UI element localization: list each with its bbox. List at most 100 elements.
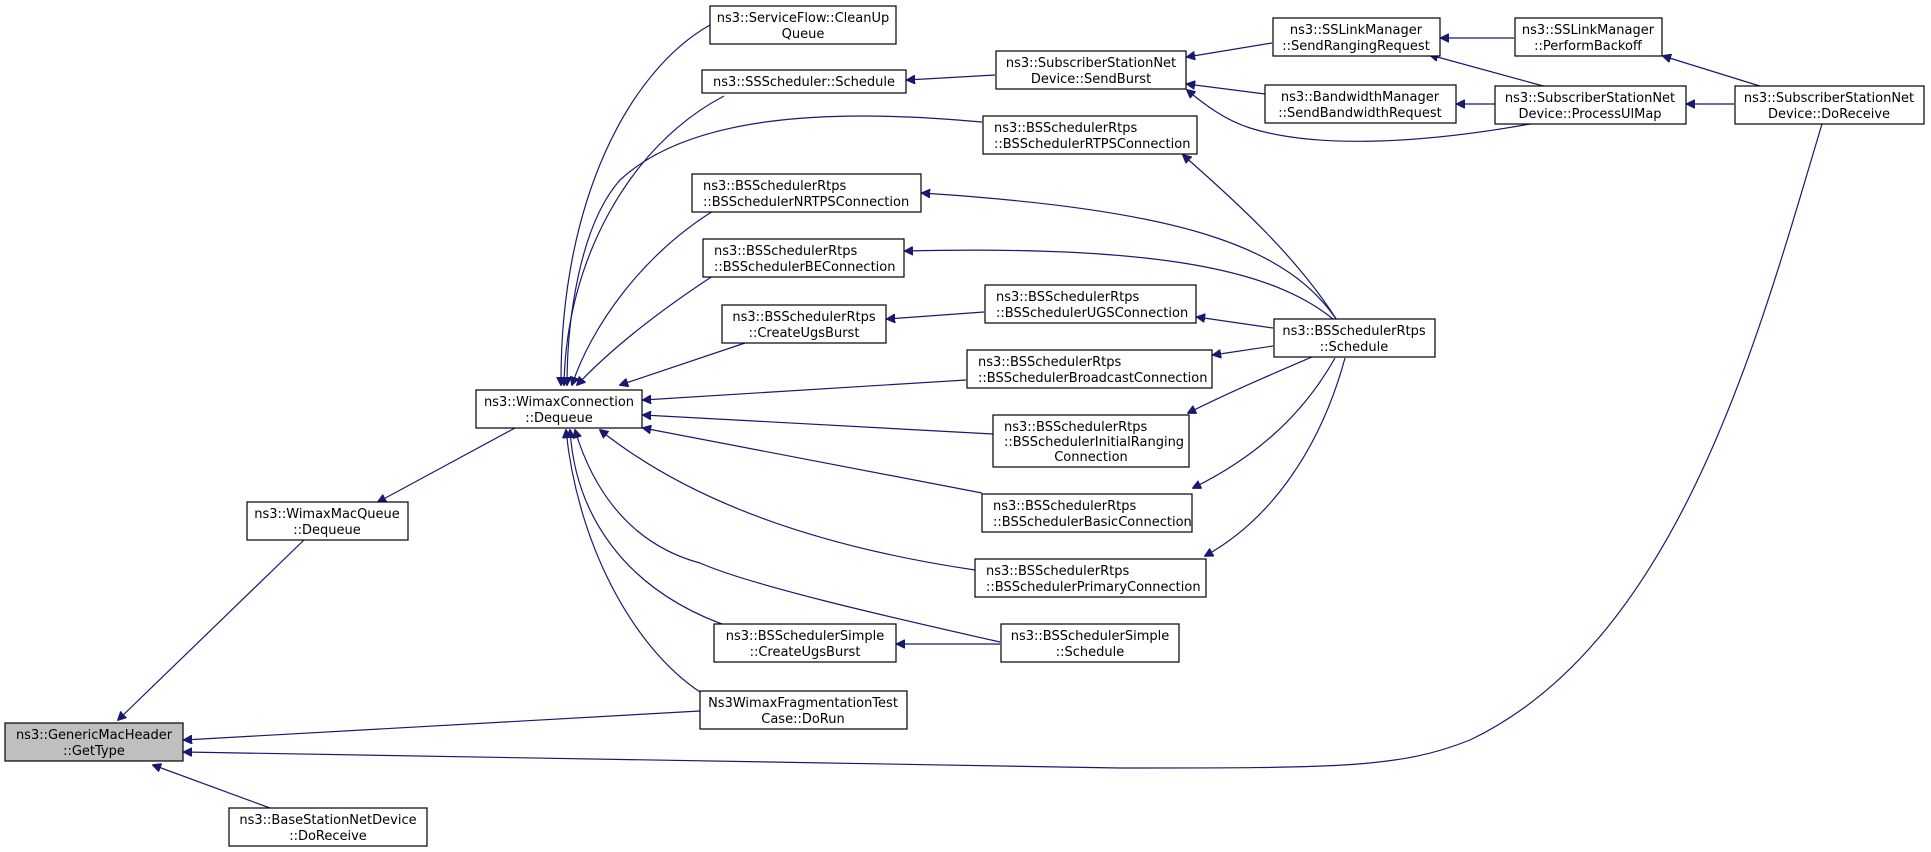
svg-text:ns3::BSSchedulerRtps: ns3::BSSchedulerRtps <box>993 499 1136 514</box>
edge-ssnsb-sss <box>907 74 996 80</box>
edge-basic-wcd <box>643 428 983 494</box>
edges <box>118 24 1823 809</box>
node-bs-scheduler-simple-create-ugs-burst[interactable]: ns3::BSSchedulerSimple ::CreateUgsBurst <box>713 623 897 663</box>
node-generic-mac-header-get-type[interactable]: ns3::GenericMacHeader ::GetType <box>4 722 184 762</box>
edge-ssdr-root <box>184 123 1823 769</box>
node-bs-scheduler-ugs-connection[interactable]: ns3::BSSchedulerRtps ::BSSchedulerUGSCon… <box>984 284 1197 324</box>
svg-text:ns3::BSSchedulerSimple: ns3::BSSchedulerSimple <box>1011 629 1169 644</box>
edge-prim-wcd <box>600 430 976 571</box>
svg-text:Ns3WimaxFragmentationTest: Ns3WimaxFragmentationTest <box>708 696 898 711</box>
edge-rsch-nrtps <box>922 193 1341 326</box>
svg-text:ns3::SubscriberStationNet: ns3::SubscriberStationNet <box>1505 91 1675 106</box>
svg-text:ns3::WimaxMacQueue: ns3::WimaxMacQueue <box>254 507 400 522</box>
svg-text:Connection: Connection <box>1054 450 1128 465</box>
edge-bcast-wcd <box>643 379 967 400</box>
edge-ssdr-lmpb <box>1663 56 1764 88</box>
svg-text:ns3::BSSchedulerSimple: ns3::BSSchedulerSimple <box>726 629 884 644</box>
svg-text:ns3::SSLinkManager: ns3::SSLinkManager <box>1522 23 1655 38</box>
edge-bmsbr-ssnsb <box>1187 84 1266 95</box>
edge-rsch-bcast <box>1213 345 1274 355</box>
node-fragmentation-test-case-do-run[interactable]: Ns3WimaxFragmentationTest Case::DoRun <box>699 690 908 730</box>
node-subscriber-station-process-ul-map[interactable]: ns3::SubscriberStationNet Device::Proces… <box>1494 85 1687 125</box>
edge-rtps-wcd <box>567 115 983 385</box>
node-bs-scheduler-rtps-connection[interactable]: ns3::BSSchedulerRtps ::BSSchedulerRTPSCo… <box>982 115 1198 155</box>
node-subscriber-station-send-burst[interactable]: ns3::SubscriberStationNet Device::SendBu… <box>995 50 1187 90</box>
svg-text:Queue: Queue <box>782 27 825 42</box>
node-bs-scheduler-broadcast-connection[interactable]: ns3::BSSchedulerRtps ::BSSchedulerBroadc… <box>966 349 1213 389</box>
svg-text:::GetType: ::GetType <box>63 744 125 759</box>
svg-text:::CreateUgsBurst: ::CreateUgsBurst <box>750 645 861 660</box>
node-ss-link-manager-perform-backoff[interactable]: ns3::SSLinkManager ::PerformBackoff <box>1514 17 1663 57</box>
edge-ir-wcd <box>643 415 994 435</box>
edge-rsch-ir <box>1188 356 1313 413</box>
node-wimax-mac-queue-dequeue[interactable]: ns3::WimaxMacQueue ::Dequeue <box>246 501 409 541</box>
svg-text:ns3::BandwidthManager: ns3::BandwidthManager <box>1281 90 1440 105</box>
svg-text:ns3::GenericMacHeader: ns3::GenericMacHeader <box>16 728 173 743</box>
svg-text:::Schedule: ::Schedule <box>1056 645 1125 660</box>
edge-ssnpu-lmsrr <box>1430 55 1548 88</box>
edge-scub-wcd <box>570 430 734 629</box>
svg-text:ns3::SSScheduler::Schedule: ns3::SSScheduler::Schedule <box>713 75 895 90</box>
svg-text:ns3::BSSchedulerRtps: ns3::BSSchedulerRtps <box>714 244 857 259</box>
svg-text:::BSSchedulerUGSConnection: ::BSSchedulerUGSConnection <box>996 306 1188 321</box>
svg-text:::BSSchedulerPrimaryConnection: ::BSSchedulerPrimaryConnection <box>986 580 1201 595</box>
node-wimax-connection-dequeue[interactable]: ns3::WimaxConnection ::Dequeue <box>475 389 643 429</box>
edge-bsnd-root <box>153 765 271 809</box>
svg-text:::SendRangingRequest: ::SendRangingRequest <box>1282 39 1430 54</box>
node-bs-scheduler-nrtps-connection[interactable]: ns3::BSSchedulerRtps ::BSSchedulerNRTPSC… <box>691 173 922 213</box>
edge-be-wcd <box>577 269 723 385</box>
svg-text:ns3::BSSchedulerRtps: ns3::BSSchedulerRtps <box>1004 420 1147 435</box>
node-bs-scheduler-primary-connection[interactable]: ns3::BSSchedulerRtps ::BSSchedulerPrimar… <box>974 558 1207 598</box>
node-bs-scheduler-basic-connection[interactable]: ns3::BSSchedulerRtps ::BSSchedulerBasicC… <box>981 493 1193 533</box>
edge-wcd-wmq <box>378 427 516 502</box>
svg-text:::BSSchedulerRTPSConnection: ::BSSchedulerRTPSConnection <box>994 137 1190 152</box>
svg-text:ns3::BSSchedulerRtps: ns3::BSSchedulerRtps <box>732 310 875 325</box>
node-service-flow-cleanup-queue[interactable]: ns3::ServiceFlow::CleanUp Queue <box>709 5 897 45</box>
svg-text:::SendBandwidthRequest: ::SendBandwidthRequest <box>1278 106 1442 121</box>
node-ss-scheduler-schedule[interactable]: ns3::SSScheduler::Schedule <box>701 69 907 94</box>
edge-rsch-basic <box>1193 357 1336 488</box>
svg-text:Device::DoReceive: Device::DoReceive <box>1768 107 1890 122</box>
svg-text:::CreateUgsBurst: ::CreateUgsBurst <box>749 326 860 341</box>
svg-text:::BSSchedulerBEConnection: ::BSSchedulerBEConnection <box>714 260 895 275</box>
node-bs-scheduler-initial-ranging-connection[interactable]: ns3::BSSchedulerRtps ::BSSchedulerInitia… <box>992 414 1190 468</box>
svg-text:ns3::WimaxConnection: ns3::WimaxConnection <box>484 395 634 410</box>
node-bs-scheduler-rtps-schedule[interactable]: ns3::BSSchedulerRtps ::Schedule <box>1273 318 1436 358</box>
svg-text:ns3::BaseStationNetDevice: ns3::BaseStationNetDevice <box>239 813 416 828</box>
svg-text:::DoReceive: ::DoReceive <box>289 829 367 844</box>
svg-text:ns3::BSSchedulerRtps: ns3::BSSchedulerRtps <box>996 290 1139 305</box>
svg-text:::Dequeue: ::Dequeue <box>525 411 593 426</box>
svg-text:Case::DoRun: Case::DoRun <box>761 712 844 727</box>
svg-text:::BSSchedulerBasicConnection: ::BSSchedulerBasicConnection <box>993 515 1192 530</box>
node-bs-scheduler-rtps-create-ugs-burst[interactable]: ns3::BSSchedulerRtps ::CreateUgsBurst <box>721 304 887 344</box>
edge-ssnpu-ssnsb <box>1187 90 1531 142</box>
node-ss-link-manager-send-ranging-request[interactable]: ns3::SSLinkManager ::SendRangingRequest <box>1272 17 1441 57</box>
node-bs-scheduler-simple-schedule[interactable]: ns3::BSSchedulerSimple ::Schedule <box>1000 623 1180 663</box>
edge-rsch-rtps <box>1183 155 1341 326</box>
svg-text:ns3::BSSchedulerRtps: ns3::BSSchedulerRtps <box>703 179 846 194</box>
svg-text:::PerformBackoff: ::PerformBackoff <box>1534 39 1643 54</box>
svg-text:ns3::SubscriberStationNet: ns3::SubscriberStationNet <box>1744 91 1914 106</box>
node-subscriber-station-do-receive[interactable]: ns3::SubscriberStationNet Device::DoRece… <box>1734 85 1925 125</box>
svg-text:::BSSchedulerInitialRanging: ::BSSchedulerInitialRanging <box>1004 435 1184 450</box>
node-bs-scheduler-be-connection[interactable]: ns3::BSSchedulerRtps ::BSSchedulerBEConn… <box>702 238 905 278</box>
edge-sss-wcd <box>564 95 725 385</box>
edge-wmq-root <box>118 538 306 720</box>
svg-text:::Schedule: ::Schedule <box>1320 340 1389 355</box>
edge-rsch-prim <box>1205 357 1346 556</box>
edge-nrtps-wcd <box>572 207 719 385</box>
svg-text:::Dequeue: ::Dequeue <box>293 523 361 538</box>
svg-text:ns3::BSSchedulerRtps: ns3::BSSchedulerRtps <box>994 121 1137 136</box>
edge-rsch-be <box>905 250 1341 326</box>
edge-ugs-rcub <box>887 311 985 319</box>
svg-text:::BSSchedulerNRTPSConnection: ::BSSchedulerNRTPSConnection <box>703 195 909 210</box>
svg-text:ns3::SubscriberStationNet: ns3::SubscriberStationNet <box>1006 56 1176 71</box>
node-bandwidth-manager-send-bandwidth-request[interactable]: ns3::BandwidthManager ::SendBandwidthReq… <box>1264 84 1457 124</box>
svg-text:ns3::BSSchedulerRtps: ns3::BSSchedulerRtps <box>978 355 1121 370</box>
svg-text:Device::SendBurst: Device::SendBurst <box>1031 72 1151 87</box>
edge-sss2-wcd <box>575 430 1001 643</box>
node-base-station-net-device-do-receive[interactable]: ns3::BaseStationNetDevice ::DoReceive <box>228 807 428 847</box>
edge-sfcq-wcd <box>561 24 711 385</box>
svg-text:::BSSchedulerBroadcastConnecti: ::BSSchedulerBroadcastConnection <box>978 371 1207 386</box>
